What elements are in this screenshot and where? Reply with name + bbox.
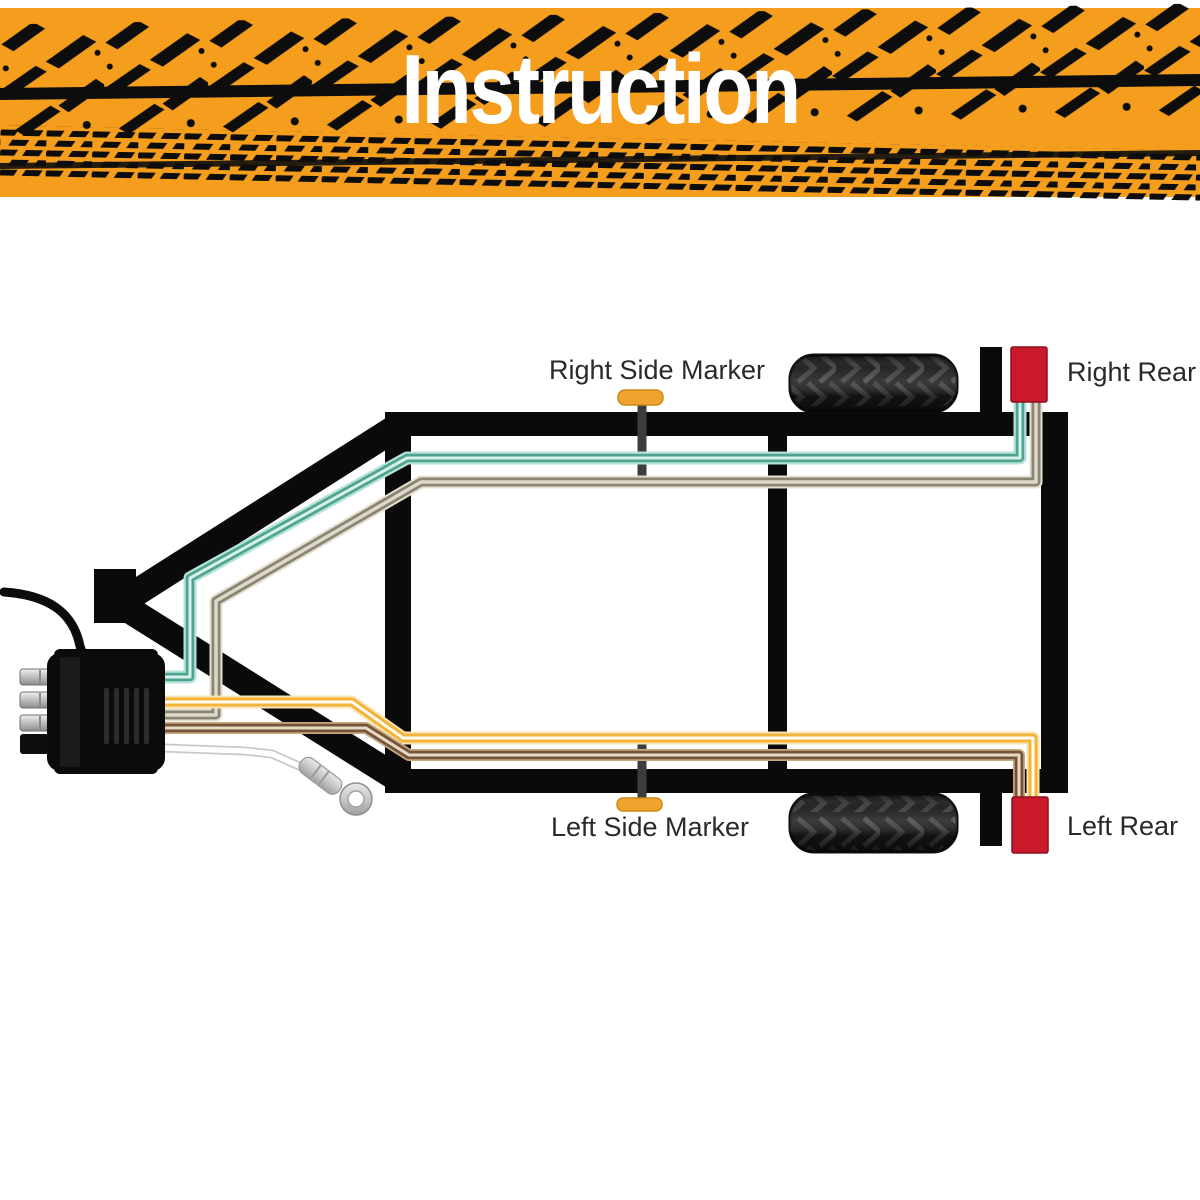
wiring-harness: [163, 401, 1036, 800]
tire-track-pattern-lower: [0, 124, 1200, 204]
connector-pigtail-cable: [0, 587, 89, 663]
connector-4pin: [0, 587, 165, 774]
tongue-beam-upper: [120, 413, 408, 610]
hitch-coupler: [94, 569, 136, 623]
tongue-beam-lower: [120, 597, 408, 792]
frame-right-beam: [1041, 412, 1068, 793]
label-left-side-marker: Left Side Marker: [551, 812, 749, 842]
label-right-side-marker: Right Side Marker: [549, 355, 765, 385]
tire-track-pattern-upper: [0, 3, 1200, 147]
left-side-marker-light: [616, 797, 663, 812]
right-side-marker-light: [617, 389, 664, 406]
left-marker-stem: [637, 737, 647, 801]
frame-bottom-beam: [385, 769, 1068, 793]
banner: Instruction: [0, 3, 1200, 204]
tire-track-streak: [0, 74, 1200, 100]
terminal-ring-hole: [347, 790, 365, 808]
tire-right: [788, 353, 959, 414]
frame-top-beam: [385, 412, 1068, 436]
label-left-rear: Left Rear: [1067, 811, 1178, 841]
trailer-frame: [94, 347, 1068, 846]
frame-cross-member: [768, 412, 787, 793]
right-rear-light: [1010, 346, 1048, 403]
wire-green-right-turn: [163, 401, 1020, 677]
terminal-crimp-barrel: [298, 756, 343, 795]
banner-title: Instruction: [401, 35, 799, 144]
frame-bracket-top: [980, 347, 1002, 414]
wire-white-gray: [163, 401, 1036, 715]
label-right-rear: Right Rear: [1067, 357, 1196, 387]
left-rear-light: [1011, 796, 1049, 854]
tire-track-streak-lower: [0, 150, 1200, 169]
ground-ring-terminal: [298, 756, 373, 816]
frame-bracket-bottom: [980, 790, 1002, 846]
right-marker-stem: [637, 402, 647, 484]
tire-left: [788, 792, 959, 854]
